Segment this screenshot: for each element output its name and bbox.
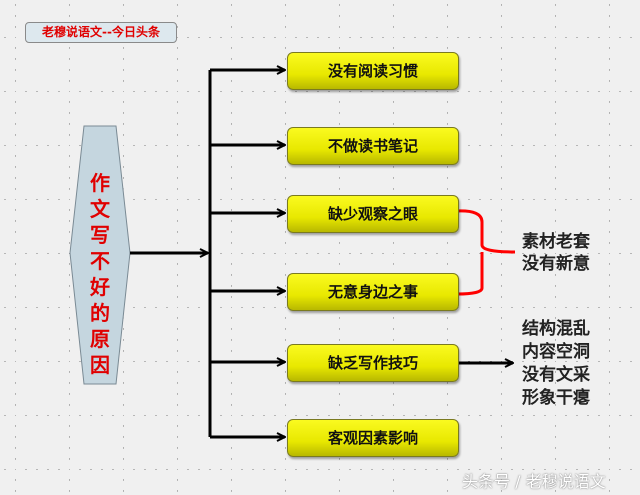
cause-box: 缺少观察之眼 bbox=[287, 195, 459, 233]
result-material-line: 素材老套 bbox=[522, 232, 590, 252]
title-badge: 老穆说语文--今日头条 bbox=[25, 22, 177, 43]
cause-box: 无意身边之事 bbox=[287, 273, 459, 311]
result-skill-line: 内容空洞 bbox=[522, 342, 590, 362]
cause-box: 客观因素影响 bbox=[287, 419, 459, 457]
result-skill-line: 结构混乱 bbox=[522, 319, 590, 339]
result-skill-line: 形象干瘪 bbox=[522, 388, 590, 408]
cause-box: 缺乏写作技巧 bbox=[287, 344, 459, 382]
watermark: 头条号 / 老穆说语文 bbox=[462, 472, 606, 491]
root-hexagon bbox=[69, 125, 131, 385]
cause-box: 不做读书笔记 bbox=[287, 127, 459, 165]
cause-box: 没有阅读习惯 bbox=[287, 52, 459, 90]
red-brace bbox=[456, 209, 516, 296]
result-material-line: 没有新意 bbox=[522, 254, 590, 274]
root-label: 作文写不好的原因 bbox=[90, 171, 110, 377]
result-skill-line: 没有文采 bbox=[522, 365, 590, 385]
